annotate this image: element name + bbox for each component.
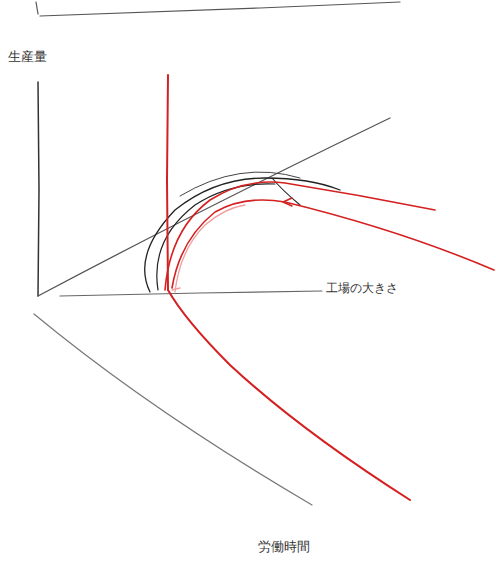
axis-label: 労働時間 bbox=[258, 540, 310, 554]
axis-label: 工場の大きさ bbox=[326, 282, 398, 295]
axis-label: 生産量 bbox=[8, 50, 47, 64]
